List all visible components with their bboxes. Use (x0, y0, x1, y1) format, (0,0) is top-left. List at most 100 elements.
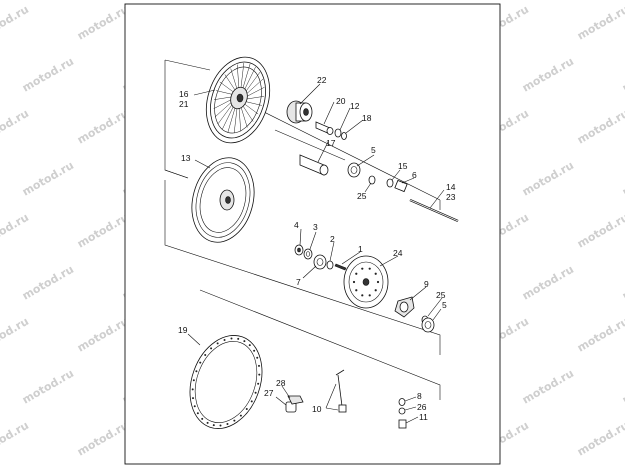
watermark-text: motod.ru (620, 263, 625, 303)
callout-21: 21 (179, 99, 189, 109)
disc-hole (374, 289, 377, 292)
watermark-text: motod.ru (20, 263, 76, 303)
watermark-text: motod.ru (620, 367, 625, 407)
rim-spoke-hole (245, 408, 248, 411)
disc-hole (352, 280, 356, 284)
bearing-part-7 (313, 254, 327, 270)
watermark-text: motod.ru (75, 211, 131, 251)
rim-spoke-hole (243, 340, 246, 343)
rim-spoke-hole (250, 400, 253, 403)
rim-spoke-hole (191, 388, 194, 391)
spoke-part-10 (335, 369, 347, 413)
callout-5-lower: 5 (442, 300, 447, 310)
rim-spoke-hole (193, 405, 196, 408)
callout-12: 12 (350, 101, 360, 111)
watermark-text: motod.ru (575, 419, 625, 459)
callout-10: 10 (312, 404, 322, 414)
disc-hole (355, 272, 358, 275)
callout-9: 9 (424, 279, 429, 289)
disc-hole (374, 272, 377, 275)
rim-spoke-hole (256, 356, 259, 359)
rim-spoke-hole (192, 397, 195, 400)
disc-hole (355, 289, 358, 292)
watermark-text: motod.ru (575, 107, 625, 147)
disc-wheel-part-13 (191, 157, 255, 243)
watermark-text: motod.ru (20, 367, 76, 407)
spacer-part-20 (315, 121, 334, 135)
hub-part-22 (286, 100, 313, 124)
watermark-text: motod.ru (520, 55, 576, 95)
bolt-part-4 (294, 244, 304, 256)
disc-hole (361, 294, 364, 297)
callout-4: 4 (294, 220, 299, 230)
rim-spoke-hole (195, 370, 198, 373)
callout-14: 14 (446, 182, 456, 192)
rim-spoke-hole (196, 412, 199, 415)
disc-hole (368, 294, 371, 297)
watermark-text: motod.ru (520, 159, 576, 199)
rim-spoke-hole (239, 414, 242, 417)
rim-spoke-hole (216, 342, 219, 345)
disc-hole (368, 267, 371, 270)
brake-disc-part-24 (343, 255, 389, 309)
watermark-text: motod.ru (575, 211, 625, 251)
axle-part-14-23 (409, 198, 459, 223)
callout-27: 27 (264, 388, 274, 398)
spoked-wheel (205, 56, 271, 144)
callout-18: 18 (362, 113, 372, 123)
callout-25-lower: 25 (436, 290, 446, 300)
watermark-text: motod.ru (75, 315, 131, 355)
watermark-text: motod.ru (620, 159, 625, 199)
watermark-text: motod.ru (75, 107, 131, 147)
ring-part-2 (326, 260, 334, 270)
watermark-text: motod.ru (575, 315, 625, 355)
washer-part-3 (303, 248, 313, 260)
washer-part-26 (398, 407, 406, 415)
callout-8: 8 (417, 391, 422, 401)
rim-spoke-hole (230, 337, 233, 340)
watermark-text: motod.ru (620, 55, 625, 95)
rim-spoke-hole (253, 349, 256, 352)
callout-16: 16 (179, 89, 189, 99)
callout-13: 13 (181, 153, 191, 163)
callout-11: 11 (419, 412, 428, 422)
watermark-text: motod.ru (75, 419, 131, 459)
rim-spoke-hole (192, 379, 195, 382)
watermark-text: motod.ru (75, 3, 131, 43)
callout-24: 24 (393, 248, 403, 258)
rim-spoke-hole (257, 382, 260, 385)
watermark-text: motod.ru (520, 263, 576, 303)
seal-part-25-upper (368, 175, 376, 185)
rim-spoke-hole (237, 337, 240, 340)
spacer-part-6 (394, 179, 408, 193)
washer-part-12 (334, 128, 342, 138)
rim-spoke-hole (219, 424, 222, 427)
watermark-text: motod.ru (0, 107, 31, 147)
rim-spoke-hole (204, 353, 207, 356)
rim-spoke-hole (248, 344, 251, 347)
disc-hole (376, 280, 380, 284)
diagram-frame (124, 3, 501, 465)
rim-spoke-hole (258, 373, 261, 376)
callout-1: 1 (358, 244, 363, 254)
callout-20: 20 (336, 96, 346, 106)
watermark-text: motod.ru (0, 211, 31, 251)
callout-25-upper: 25 (357, 191, 367, 201)
callout-5-upper: 5 (371, 145, 376, 155)
valve-part-11 (398, 419, 407, 429)
guide-lines (164, 59, 441, 400)
rim-spoke-hole (210, 347, 213, 350)
bearing-part-5-upper (347, 162, 361, 178)
washer-part-18 (341, 132, 347, 140)
callout-22: 22 (317, 75, 327, 85)
watermark-text: motod.ru (20, 159, 76, 199)
watermark-text: motod.ru (0, 419, 31, 459)
sleeve-part-17 (299, 154, 329, 176)
watermark-text: motod.ru (0, 3, 31, 43)
watermark-text: motod.ru (0, 315, 31, 355)
rim-spoke-hole (226, 423, 229, 426)
callout-19: 19 (178, 325, 188, 335)
rim-spoke-hole (201, 417, 204, 420)
rim-spoke-hole (223, 338, 226, 341)
